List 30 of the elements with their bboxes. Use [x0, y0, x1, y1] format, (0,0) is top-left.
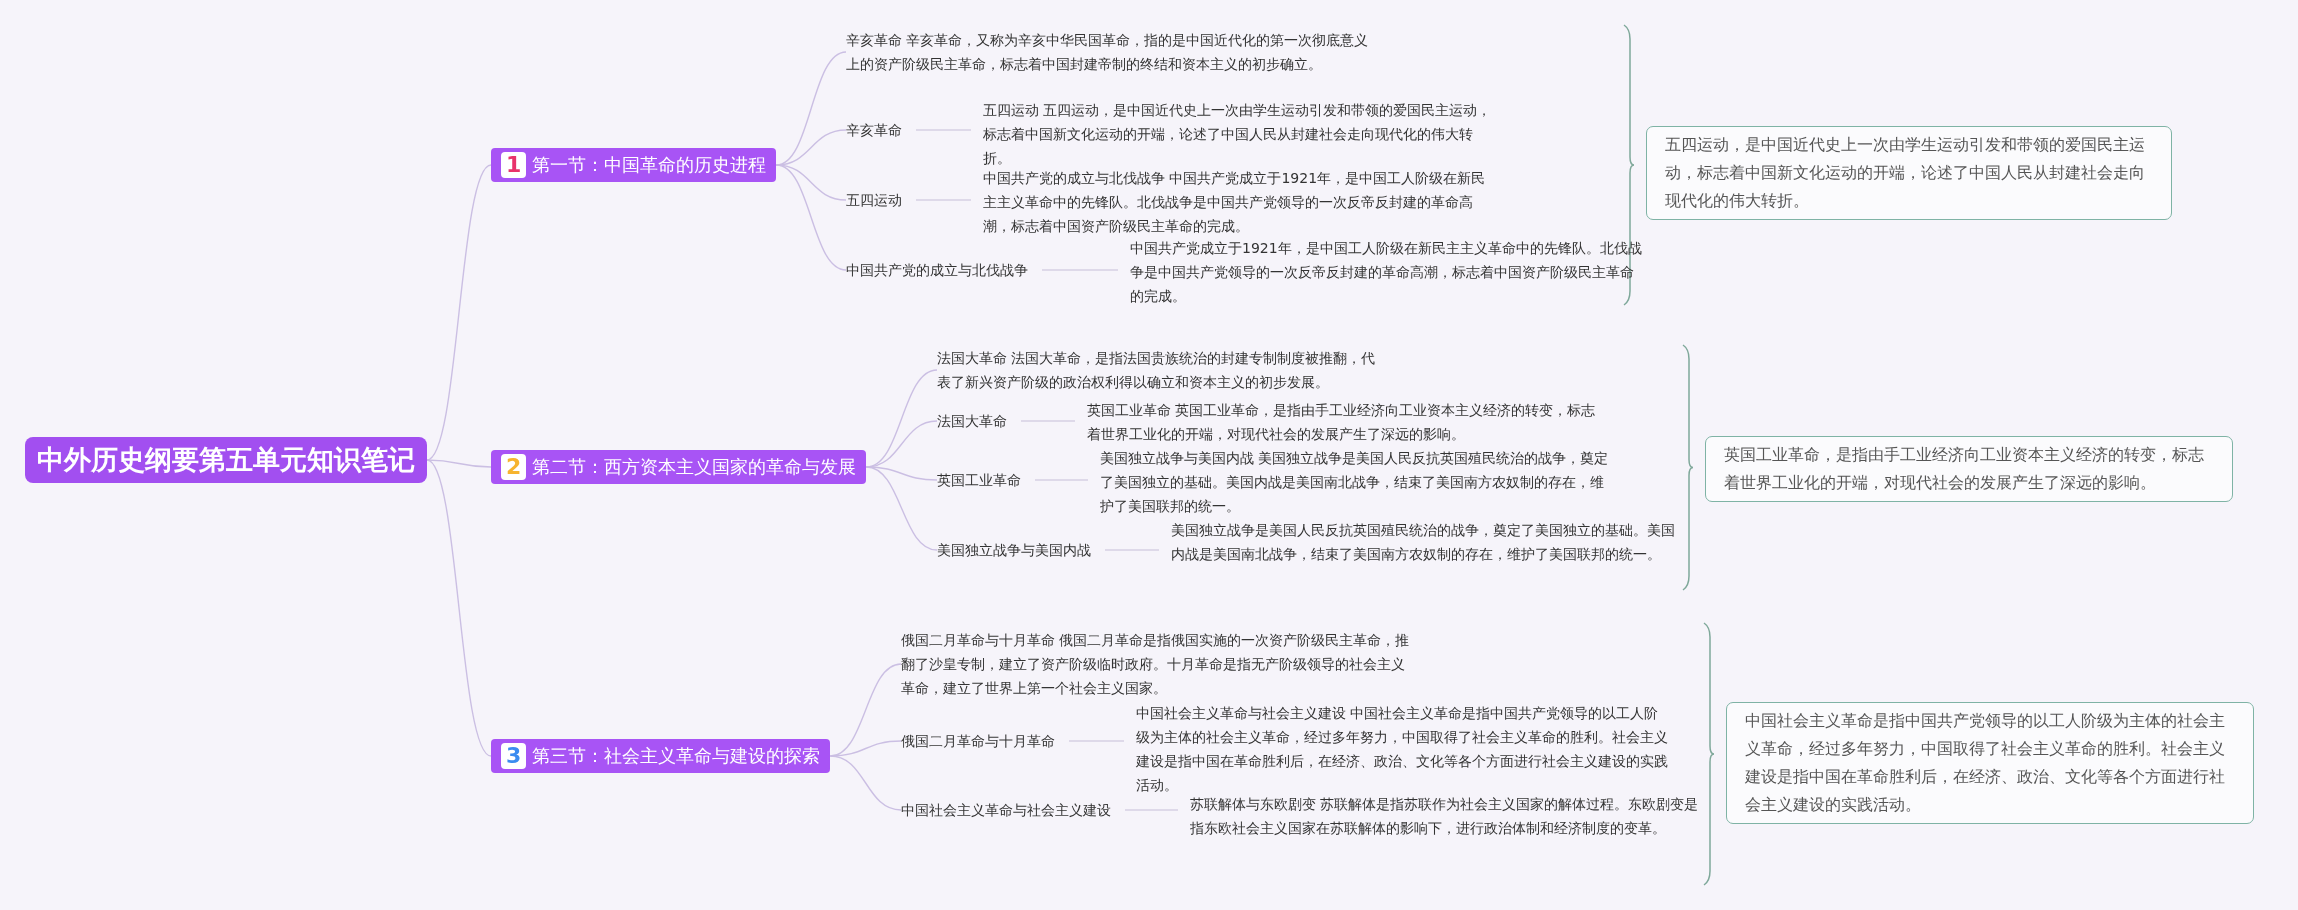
topic-text: 辛亥革命 辛亥革命，又称为辛亥中华民国革命，指的是中国近代化的第一次彻底意义上的资产阶级民主革命，标志着中国封建帝制的终结和资本主义的初步确立。	[846, 28, 1378, 76]
section-box	[491, 148, 777, 182]
topic-note: 英国工业革命 英国工业革命，是指由手工业经济向工业资本主义经济的转变，标志着世界工业化的开端，对现代社会的发展产生了深远的影响。	[1075, 398, 1603, 446]
summary-box: 英国工业革命，是指由手工业经济向工业资本主义经济的转变，标志着世界工业化的开端，对现代社会的发展产生了深远的影响。	[1705, 436, 2233, 502]
subtopic-label: 中国共产党的成立与北伐战争	[846, 258, 1042, 282]
section-number: 2	[501, 454, 527, 480]
branch-line	[426, 459, 492, 757]
subtopic-label: 法国大革命	[937, 409, 1021, 433]
section-number: 3	[501, 743, 527, 769]
topic-note: 中国共产党成立于1921年，是中国工人阶级在新民主主义革命中的先锋队。北伐战争是中国共产党领导的一次反帝反封建的革命高潮，标志着中国资产阶级民主革命的完成。	[1118, 236, 1646, 308]
root-topic: 中外历史纲要第五单元知识笔记	[25, 437, 427, 483]
topic-note: 美国独立战争与美国内战 美国独立战争是美国人民反抗英国殖民统治的战争，奠定了美国独立的基础。美国内战是美国南北战争，结束了美国南方农奴制的存在，维护了美国联邦的统一。	[1088, 446, 1616, 518]
topic-text: 法国大革命 法国大革命，是指法国贵族统治的封建专制制度被推翻，代表了新兴资产阶级的政治权利得以确立和资本主义的初步发展。	[937, 346, 1383, 394]
section-title: 第三节：社会主义革命与建设的探索	[532, 744, 821, 768]
section-title: 第一节：中国革命的历史进程	[532, 153, 767, 177]
subtopic-label: 中国社会主义革命与社会主义建设	[901, 798, 1125, 822]
topic-note: 美国独立战争是美国人民反抗英国殖民统治的战争，奠定了美国独立的基础。美国内战是美国南北战争，结束了美国南方农奴制的存在，维护了美国联邦的统一。	[1159, 518, 1687, 566]
section-title: 第二节：西方资本主义国家的革命与发展	[532, 455, 857, 479]
branch-line	[829, 755, 902, 811]
subtopic-label: 英国工业革命	[937, 468, 1035, 492]
section-box	[491, 739, 831, 773]
topic-text: 俄国二月革命与十月革命 俄国二月革命是指俄国实施的一次资产阶级民主革命，推翻了沙皇专制，建立了资产阶级临时政府。十月革命是指无产阶级领导的社会主义革命，建立了世界上第一个社会主义国家。	[901, 628, 1417, 700]
subtopic-label: 美国独立战争与美国内战	[937, 538, 1105, 562]
subtopic-label: 五四运动	[846, 188, 916, 212]
section-box	[491, 450, 867, 484]
section-number: 1	[501, 152, 527, 178]
subtopic-label: 俄国二月革命与十月革命	[901, 729, 1069, 753]
summary-box: 五四运动，是中国近代史上一次由学生运动引发和带领的爱国民主运动，标志着中国新文化运动的开端，论述了中国人民从封建社会走向现代化的伟大转折。	[1646, 126, 2172, 220]
subtopic-label: 辛亥革命	[846, 118, 916, 142]
summary-box: 中国社会主义革命是指中国共产党领导的以工人阶级为主体的社会主义革命，经过多年努力，中国取得了社会主义革命的胜利。社会主义建设是指中国在革命胜利后，在经济、政治、文化等各个方面进行社会主义建设的实践活动。	[1726, 702, 2254, 824]
